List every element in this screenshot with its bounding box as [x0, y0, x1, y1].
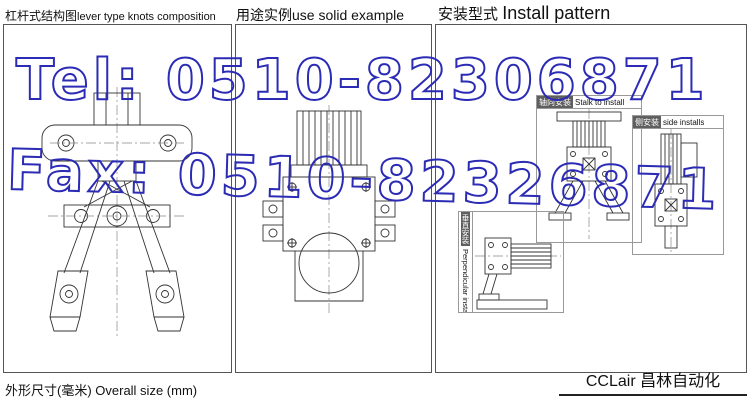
perpendicular-install-drawing [475, 237, 561, 310]
axial-install-drawing [548, 109, 630, 239]
lever-structure-drawing [41, 87, 193, 337]
lever-structure-panel [3, 24, 232, 373]
axial-install-label-en: Stalk to install [575, 98, 625, 107]
axial-install-label: 轴向安装 Stalk to install [537, 96, 641, 109]
section-title-install-en: Install pattern [502, 3, 611, 23]
section-title-install: 安装型式 Install pattern [438, 3, 610, 24]
perpendicular-install-label-en: Perpendicular install [461, 249, 470, 312]
section-title-use-en: use solid example [292, 7, 405, 23]
section-title-lever-en: lever type knots composition [77, 11, 216, 23]
section-title-lever: 杠杆式结构图lever type knots composition [5, 7, 216, 24]
install-pattern-panel: 轴向安装 Stalk to install [435, 24, 747, 373]
solid-example-drawing [262, 105, 396, 315]
axial-install-box: 轴向安装 Stalk to install [536, 95, 642, 243]
side-install-label: 侧安装 side installs [633, 116, 723, 129]
section-title-use-example: 用途实例use solid example [236, 5, 404, 25]
side-install-label-zh: 侧安装 [633, 116, 661, 128]
axial-install-label-zh: 轴向安装 [537, 96, 573, 108]
section-title-lever-zh: 杠杆式结构图 [5, 9, 78, 23]
side-install-box: 侧安装 side installs [632, 115, 724, 255]
section-title-use-zh: 用途实例 [236, 7, 292, 23]
section-title-install-zh: 安装型式 [438, 6, 499, 23]
use-example-panel [235, 24, 432, 373]
brand-label: CCLair 昌林自动化 [559, 367, 747, 396]
side-install-label-en: side installs [663, 118, 705, 127]
perpendicular-install-label-zh: 垂直安装 [461, 212, 470, 246]
side-install-drawing [654, 129, 698, 252]
overall-size-label: 外形尺寸(毫米) Overall size (mm) [5, 383, 198, 398]
perpendicular-install-box: 垂直安装 Perpendicular install [458, 211, 564, 313]
perpendicular-install-label: 垂直安装 Perpendicular install [459, 212, 473, 312]
